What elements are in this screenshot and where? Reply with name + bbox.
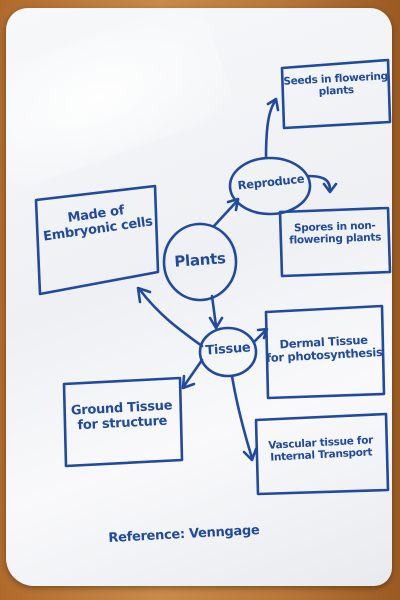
connector-tissue-vascular: [230, 374, 254, 460]
arrowhead-tissue: [208, 316, 224, 330]
ground-box: [62, 376, 184, 468]
vascular-box: [254, 412, 390, 496]
arrowhead-ground: [181, 374, 196, 390]
connector-tissue-ground: [182, 358, 204, 388]
made-of-box: [34, 184, 160, 296]
arrowhead-reproduce: [226, 197, 240, 212]
spores-in-non-flowering-plants-label: Spores in non- flowering plants: [289, 219, 382, 247]
arrowhead-dermal: [256, 327, 269, 340]
spores-box: [278, 206, 392, 278]
whiteboard: [6, 8, 392, 586]
connector-plants-tissue: [210, 294, 218, 328]
plants-ellipse: [162, 222, 238, 302]
connector-plants-reproduce: [212, 198, 240, 228]
connector-tissue-madeof: [138, 288, 204, 348]
dermal-box: [264, 304, 386, 400]
connector-reproduce-spores: [306, 174, 332, 192]
arrowhead-vascular: [242, 447, 258, 462]
tissue-ellipse: [198, 326, 258, 378]
arrowhead-madeof: [136, 286, 152, 304]
arrowhead-spores: [322, 182, 338, 194]
connector-reproduce-seeds: [264, 98, 278, 160]
reproduce-ellipse: [228, 156, 312, 216]
arrowhead-seeds: [266, 97, 280, 112]
connector-tissue-dermal: [252, 328, 268, 344]
seeds-box: [280, 58, 392, 130]
